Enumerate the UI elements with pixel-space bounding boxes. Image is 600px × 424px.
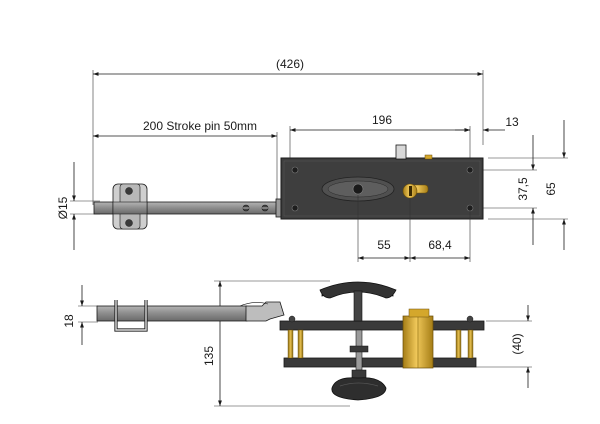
- dim-faceplate: 13: [455, 115, 519, 132]
- body-height-label: 65: [544, 182, 558, 196]
- dim-depth: (40): [476, 305, 532, 388]
- body-screw-icon: [291, 166, 299, 174]
- handle-offset-label: 55: [377, 238, 391, 252]
- stroke-label: 200 Stroke pin 50mm: [143, 119, 257, 133]
- screw-spacing-label: 37,5: [516, 177, 530, 201]
- dim-body-height: 65: [488, 120, 568, 250]
- bottom-plate: [283, 357, 477, 368]
- side-view: 18 135 (40): [62, 280, 532, 407]
- key-cylinder-icon: [402, 183, 429, 199]
- dim-overall-length: (426): [92, 57, 484, 205]
- body-length-label: 196: [372, 113, 392, 127]
- rod-guide-bracket: [112, 183, 148, 230]
- bracket-screw-icon: [125, 187, 133, 195]
- t-handle-icon: [319, 281, 397, 322]
- dim-rod-height: 18: [62, 285, 98, 345]
- pin-diameter-label: Ø15: [56, 196, 70, 219]
- plate-screw-icon: [466, 315, 474, 323]
- dim-handle-cylinder: 55 68,4: [357, 195, 471, 262]
- top-view: (426) 200 Stroke pin 50mm 196 13 Ø1: [56, 57, 568, 262]
- dim-screw-spacing: 37,5: [474, 135, 537, 245]
- plate-screw-icon: [288, 315, 296, 323]
- dim-stroke: 200 Stroke pin 50mm: [93, 119, 278, 205]
- side-guide-bracket: [114, 300, 148, 332]
- side-bolt-rod: [96, 301, 285, 322]
- cylinder-offset-label: 68,4: [428, 238, 452, 252]
- knob-handle-icon: [331, 329, 387, 401]
- rod-height-label: 18: [62, 314, 76, 328]
- top-plate: [279, 320, 485, 331]
- brass-pins: [287, 329, 474, 359]
- side-key-cylinder-icon: [402, 308, 434, 369]
- faceplate-label: 13: [505, 115, 519, 129]
- dim-pin-diameter: Ø15: [56, 162, 100, 250]
- depth-label: (40): [510, 333, 524, 354]
- handle-spindle-icon: [352, 183, 364, 195]
- dim-body-length: 196: [289, 113, 471, 158]
- handle-reach-label: 135: [202, 346, 216, 366]
- body-screw-icon: [291, 204, 299, 212]
- body-screw-icon: [466, 166, 474, 174]
- latch-tongue: [395, 144, 407, 160]
- bracket-screw-icon: [125, 219, 133, 227]
- lock-body: [280, 144, 484, 220]
- dim-handle-reach: 135: [202, 280, 350, 407]
- overall-length-label: (426): [276, 57, 304, 71]
